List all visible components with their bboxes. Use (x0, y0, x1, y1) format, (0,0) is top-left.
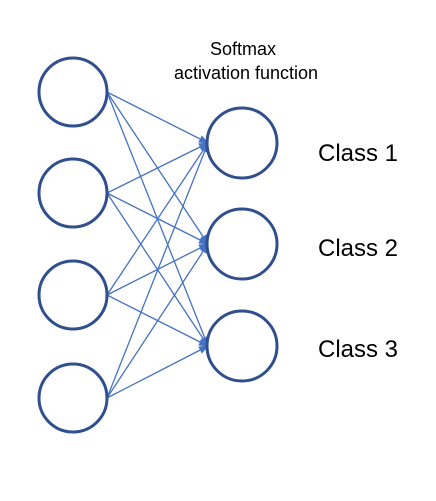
output-node-2 (205, 207, 279, 281)
output-node-3 (205, 309, 279, 383)
connection-edges (106, 91, 209, 399)
edge-input-4-to-output-3 (106, 345, 209, 399)
class-label-2: Class 2 (318, 235, 398, 262)
class-label-1: Class 1 (318, 140, 398, 167)
edge-input-2-to-output-1 (106, 142, 209, 194)
input-layer (37, 56, 109, 434)
edge-input-3-to-output-1 (106, 142, 209, 296)
input-node-2 (37, 157, 109, 229)
input-node-4 (37, 362, 109, 434)
output-layer (205, 106, 279, 383)
class-label-3: Class 3 (318, 336, 398, 363)
input-node-3 (37, 259, 109, 331)
edge-input-4-to-output-1 (106, 142, 209, 399)
diagram-title-line-1: Softmax (210, 39, 276, 59)
edge-input-1-to-output-1 (106, 91, 209, 144)
input-node-1 (37, 56, 109, 128)
diagram-title-line-2: activation function (174, 63, 318, 83)
output-node-1 (205, 106, 279, 180)
edge-input-4-to-output-2 (106, 243, 209, 399)
